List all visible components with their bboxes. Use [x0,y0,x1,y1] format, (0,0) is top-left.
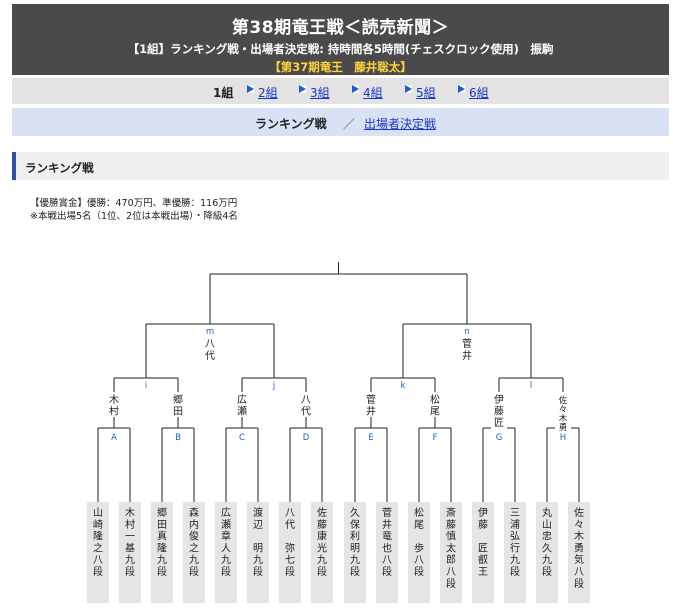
player-box [87,502,109,603]
player-name: 木村一基九段 [125,507,135,578]
winner-bg [106,392,122,417]
player-name: 広瀬章人九段 [221,506,231,578]
player-box [311,502,333,603]
tournament-info: 【1組】ランキング戦・出場者決定戦: 持時間各5時間(チェスクロック使用) 振駒 [127,42,554,56]
match-label: E [368,433,373,443]
player-name: 佐々木勇気八段 [574,507,584,590]
group-link-6[interactable]: 6組 [469,86,489,100]
player-name: 渡辺 明九段 [253,506,263,578]
round1-winner: 佐々木勇 [559,395,568,433]
winner-bg [170,392,186,417]
sub-nav: ランキング戦 ／ 出場者決定戦 [12,108,669,136]
champion-label: 【第37期竜王 藤井聡太】 [269,60,412,74]
player-name: 松尾 歩八段 [414,506,424,578]
player-box [151,502,173,603]
triangle-icon [299,85,306,93]
group-link-5[interactable]: 5組 [416,86,436,100]
player-box [376,502,398,603]
winner-bg [202,336,218,364]
section-heading: ランキング戦 [12,152,669,180]
tab-qualifier-link[interactable]: 出場者決定戦 [364,117,437,131]
match-label: D [303,433,310,443]
page-header: 第38期竜王戦＜読売新聞＞ 【1組】ランキング戦・出場者決定戦: 持時間各5時間… [12,4,669,75]
winner-bg [491,392,507,429]
round1-winner: 木村 [109,394,119,418]
group-link-3[interactable]: 3組 [310,86,330,100]
player-name: 伊藤 匠叡王 [478,507,488,578]
player-name: 山崎隆之八段 [93,507,103,578]
group-current: 1組 [213,86,234,100]
match-label: k [401,381,406,391]
triangle-icon [247,85,254,93]
round2-winner: 八代 [205,339,215,362]
round1-winner: 伊藤匠 [494,394,504,429]
round1-winner: 八代 [301,395,311,418]
triangle-icon [458,85,465,93]
match-label: n [464,327,469,337]
player-box [279,502,301,603]
page-title: 第38期竜王戦＜読売新聞＞ [231,18,450,38]
winner-bg [427,392,443,417]
match-label: H [560,433,566,443]
match-label: j [272,381,275,391]
player-name: 八代 弥七段 [285,508,295,578]
player-box [472,502,494,603]
tab-ranking-current: ランキング戦 [255,117,327,131]
match-label: m [206,327,214,337]
round1-winner: 松尾 [430,393,440,418]
player-box [504,502,526,603]
round2-winner: 菅井 [462,338,472,362]
match-label: F [433,433,438,443]
section-accent-bar [12,152,16,180]
player-name: 久保利明九段 [350,507,360,578]
winner-bg [234,392,250,417]
triangle-icon [352,85,359,93]
winner-bg [363,392,379,417]
player-box [183,502,205,603]
section-title: ランキング戦 [25,161,94,175]
player-box [568,502,590,603]
winner-bg [298,392,314,417]
player-name: 三浦弘行九段 [510,508,520,578]
winner-bg [555,392,571,432]
player-name: 斎藤慎太郎八段 [446,506,456,590]
player-box [247,502,269,603]
player-name: 森内俊之九段 [189,506,199,578]
prize-line: 【優勝賞金】優勝：470万円、準優勝：116万円 [30,198,238,209]
group-link-2[interactable]: 2組 [258,86,278,100]
player-name: 郷田真隆九段 [157,507,167,578]
match-label: G [496,433,503,443]
player-box [344,502,366,603]
match-label: B [175,433,181,443]
player-box [215,502,237,603]
player-box [408,502,430,603]
round1-winner: 郷田 [173,394,183,418]
match-label: i [145,381,147,391]
group-nav: 1組 2組 3組 4組 5組 6組 [12,78,669,104]
round1-winner: 広瀬 [237,393,247,418]
player-name: 丸山忠久九段 [542,506,552,578]
match-label: A [111,433,117,443]
qualification-note: ※本戦出場5名（1位、2位は本戦出場）・降級4名 [30,211,238,222]
player-name: 佐藤康光九段 [317,507,327,578]
group-link-4[interactable]: 4組 [363,86,383,100]
nav-separator: ／ [343,117,356,131]
player-box [119,502,141,603]
player-box [536,502,558,603]
match-label: l [530,381,532,391]
round1-winner: 菅井 [366,394,376,418]
winner-bg [459,336,475,364]
prize-info: 【優勝賞金】優勝：470万円、準優勝：116万円 ※本戦出場5名（1位、2位は本… [30,197,238,223]
player-box [440,502,462,603]
match-label: C [239,433,245,443]
triangle-icon [405,85,412,93]
player-name: 菅井竜也八段 [382,507,392,578]
